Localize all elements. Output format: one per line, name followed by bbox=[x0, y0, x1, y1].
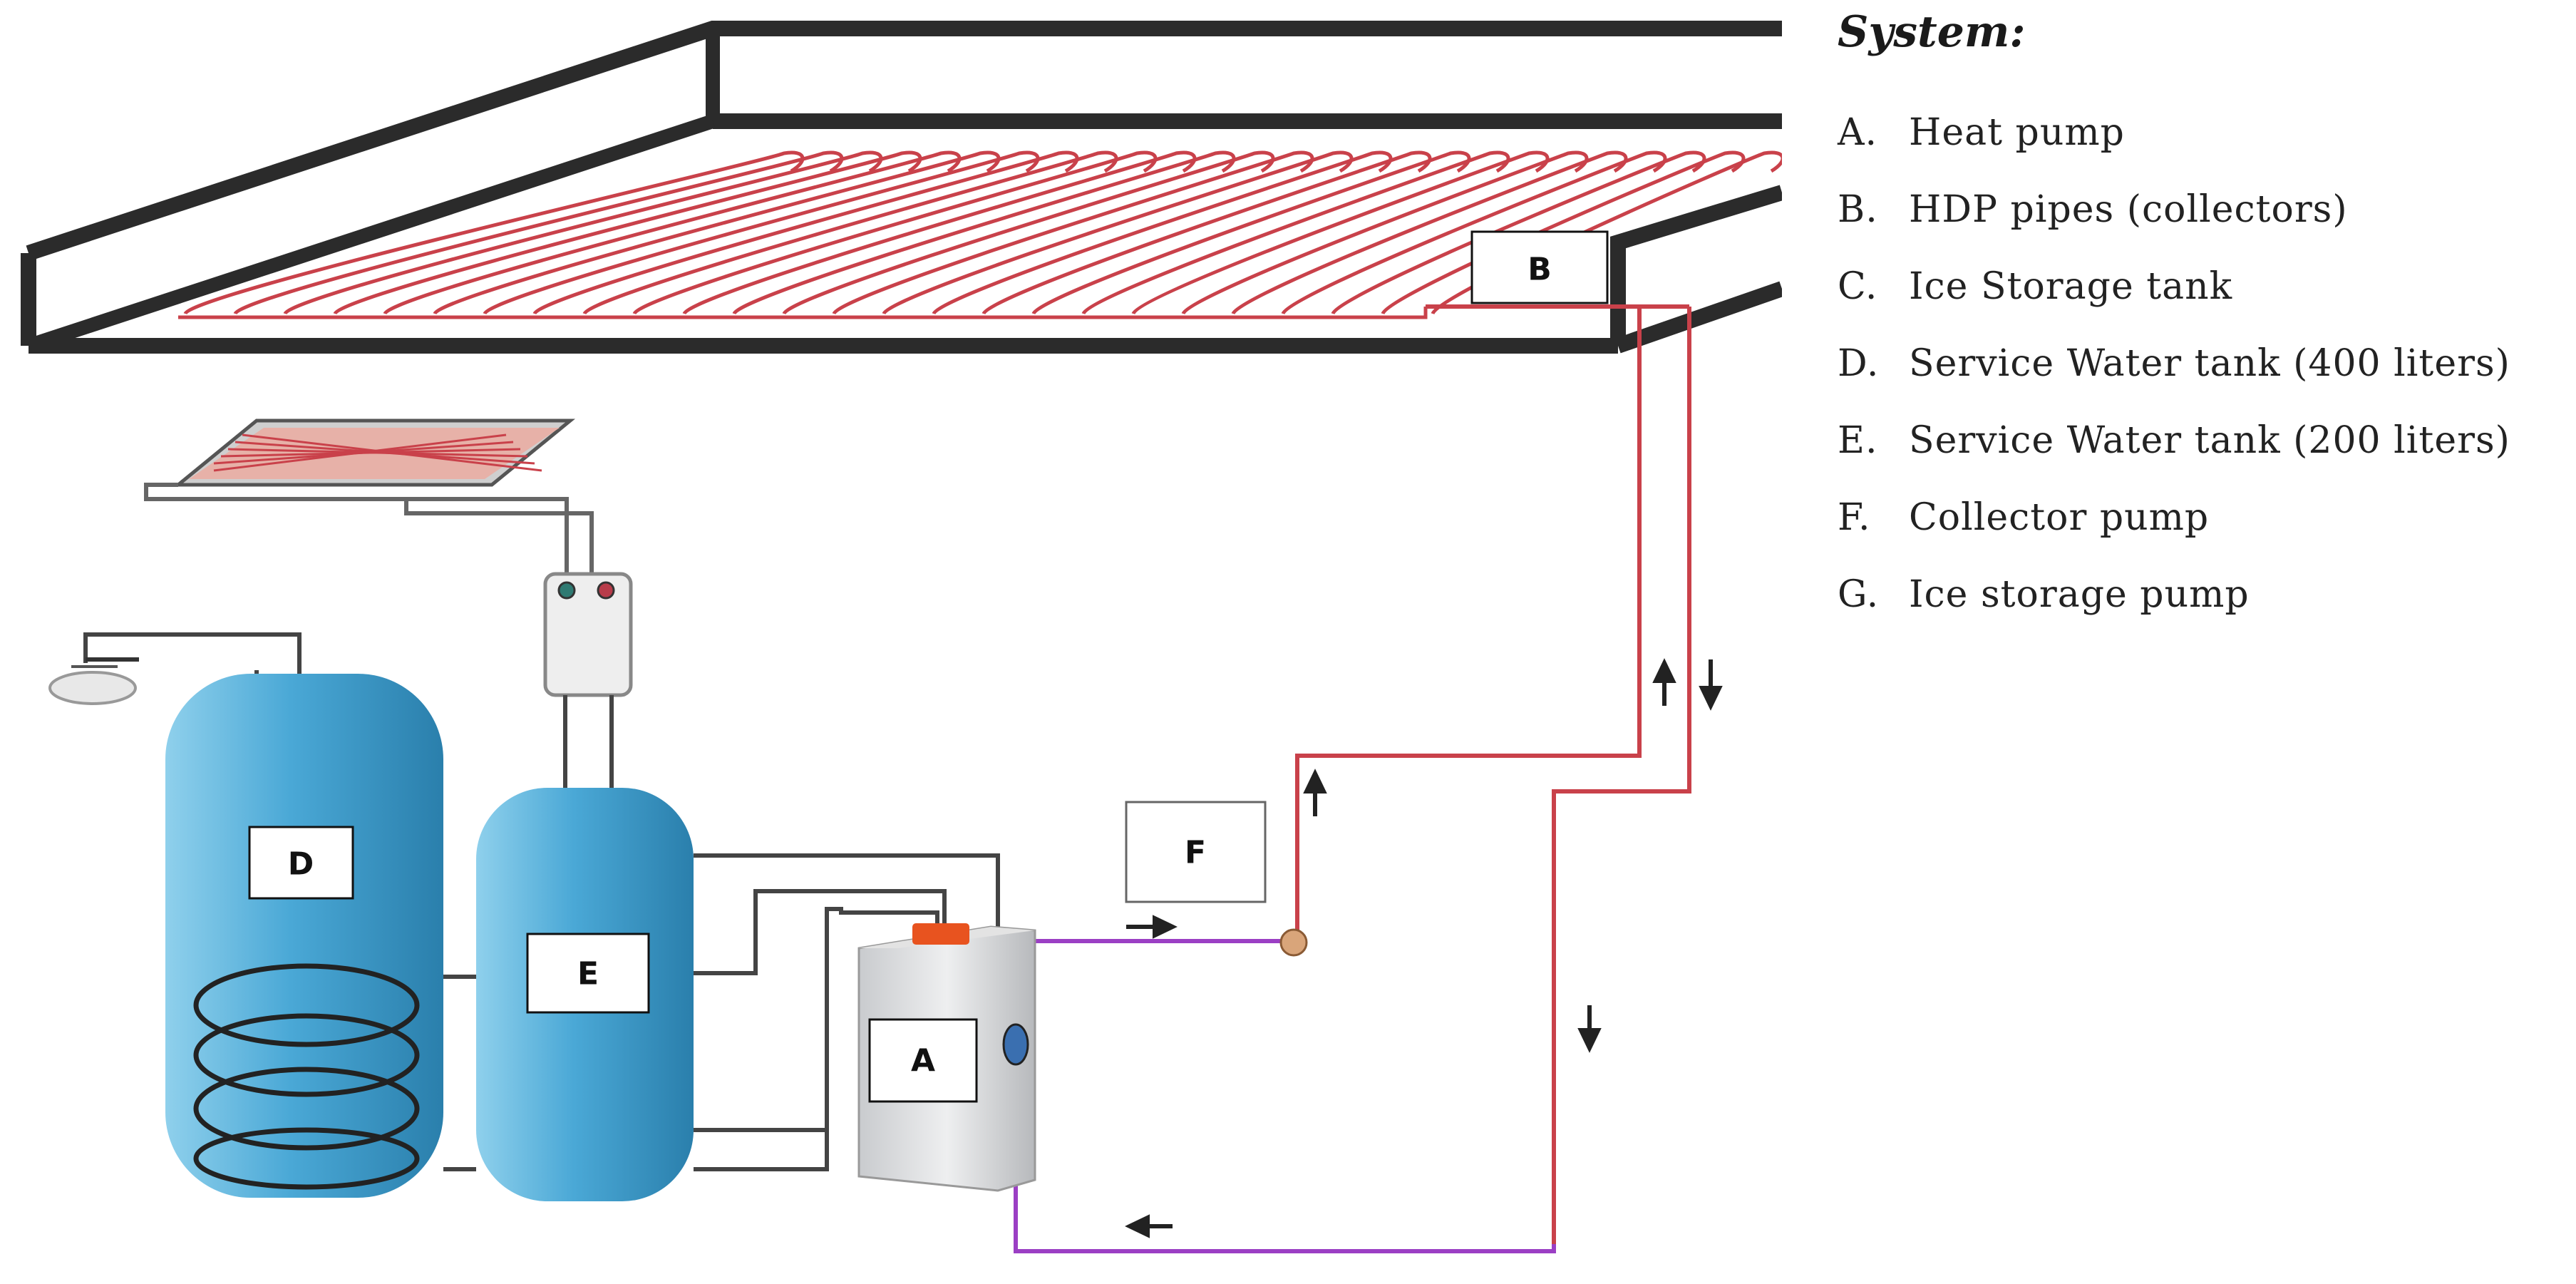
service-water-tank-400 bbox=[165, 674, 443, 1198]
collector-loop bbox=[1031, 150, 1471, 315]
collector-loop bbox=[183, 150, 805, 315]
legend-item-label: Service Water tank (400 liters) bbox=[1909, 342, 2510, 385]
collector-loop bbox=[383, 150, 962, 315]
label-box-b: B bbox=[1470, 230, 1609, 304]
legend-item: G. Ice storage pump bbox=[1838, 556, 2572, 633]
heating-system-diagram: B D E A F bbox=[21, 21, 1782, 1253]
label-box-f: F bbox=[1125, 801, 1267, 903]
collector-pipe-serpentine bbox=[178, 150, 1782, 319]
collector-loop bbox=[932, 150, 1393, 315]
collector-pump-valve bbox=[1279, 928, 1308, 957]
legend-item-letter: A. bbox=[1838, 111, 1878, 154]
collector-loop bbox=[732, 150, 1236, 315]
legend-item: C. Ice Storage tank bbox=[1838, 248, 2572, 325]
legend-item: A. Heat pump bbox=[1838, 94, 2572, 171]
label-box-a: A bbox=[868, 1018, 978, 1103]
collector-loop bbox=[233, 150, 844, 315]
label-box-e: E bbox=[526, 933, 650, 1014]
collector-loop bbox=[632, 150, 1158, 315]
collector-circuit bbox=[1288, 304, 1691, 1244]
legend-item-letter: B. bbox=[1838, 188, 1878, 231]
collector-loop bbox=[1331, 150, 1706, 315]
collector-loop bbox=[882, 150, 1354, 315]
legend-item-label: Ice Storage tank bbox=[1909, 265, 2233, 308]
solar-panel-pipes bbox=[144, 483, 594, 577]
collector-loop bbox=[433, 150, 1001, 315]
legend-item-letter: D. bbox=[1838, 342, 1880, 385]
legend-item-label: Ice storage pump bbox=[1909, 573, 2250, 616]
collector-loop bbox=[1131, 150, 1550, 315]
label-d: D bbox=[288, 846, 314, 883]
legend-item-label: Collector pump bbox=[1909, 496, 2210, 539]
collector-loop bbox=[582, 150, 1118, 315]
legend-item: D. Service Water tank (400 liters) bbox=[1838, 325, 2572, 402]
legend-title: System: bbox=[1838, 7, 2026, 57]
label-box-d: D bbox=[248, 826, 354, 900]
collector-loop bbox=[832, 150, 1314, 315]
legend-item-letter: E. bbox=[1838, 419, 1878, 462]
collector-loop bbox=[483, 150, 1040, 315]
collector-loop bbox=[1281, 150, 1667, 315]
collector-loop bbox=[682, 150, 1197, 315]
legend-item-letter: G. bbox=[1838, 573, 1880, 616]
legend-item: F. Collector pump bbox=[1838, 479, 2572, 556]
solar-controller-box bbox=[543, 572, 633, 788]
legend-item-label: Heat pump bbox=[1909, 111, 2125, 154]
collector-loop bbox=[982, 150, 1432, 315]
solar-thermal-panel bbox=[172, 418, 576, 487]
collector-loop bbox=[782, 150, 1275, 315]
collector-loop bbox=[1381, 150, 1746, 315]
label-f: F bbox=[1185, 835, 1206, 871]
collector-loop bbox=[1081, 150, 1510, 315]
legend-item-letter: F. bbox=[1838, 496, 1871, 539]
collector-loop bbox=[333, 150, 922, 315]
label-b: B bbox=[1527, 252, 1552, 288]
collector-loop bbox=[1181, 150, 1589, 315]
label-a: A bbox=[911, 1043, 935, 1079]
legend-item-letter: C. bbox=[1838, 265, 1878, 308]
legend-item-label: Service Water tank (200 liters) bbox=[1909, 419, 2510, 462]
collector-header-pipe bbox=[178, 307, 1428, 319]
collector-loop bbox=[1231, 150, 1628, 315]
glycol-circuit bbox=[1014, 939, 1556, 1253]
collector-loop bbox=[283, 150, 883, 315]
flow-arrows bbox=[1125, 658, 1723, 1238]
legend-item: E. Service Water tank (200 liters) bbox=[1838, 402, 2572, 479]
roof-collector-slab bbox=[21, 21, 1782, 354]
legend-item-label: HDP pipes (collectors) bbox=[1909, 188, 2348, 231]
label-e: E bbox=[577, 956, 599, 992]
shower-head-icon bbox=[48, 632, 302, 705]
service-water-pipes bbox=[443, 853, 1000, 1171]
collector-loop bbox=[532, 150, 1079, 315]
legend-item: B. HDP pipes (collectors) bbox=[1838, 171, 2572, 248]
